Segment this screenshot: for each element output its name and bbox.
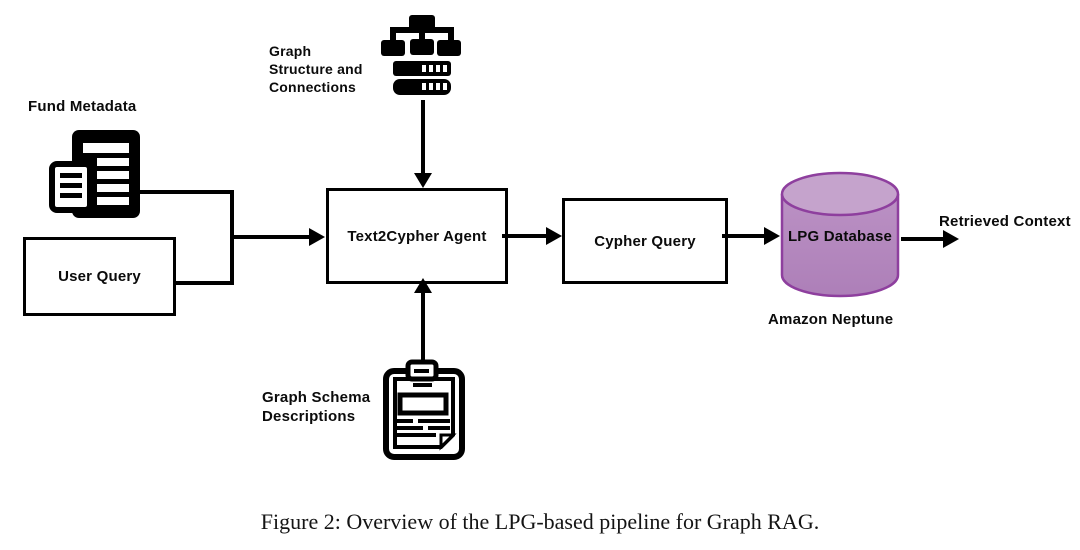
user-query-label: User Query <box>58 268 141 285</box>
text2cypher-agent-node: Text2Cypher Agent <box>326 188 508 284</box>
arrow-merge-to-agent-head <box>309 228 325 246</box>
arrow-agent-to-cypher-head <box>546 227 562 245</box>
user-query-node: User Query <box>23 237 176 316</box>
arrow-cypher-to-db-head <box>764 227 780 245</box>
amazon-neptune-label: Amazon Neptune <box>768 311 894 328</box>
arrow-schema-to-agent-head <box>414 278 432 293</box>
figure-caption: Figure 2: Overview of the LPG-based pipe… <box>260 509 820 534</box>
graph-schema-line2: Descriptions <box>262 408 356 425</box>
lpg-database-label: LPG Database <box>787 228 893 245</box>
documents-icon <box>48 128 143 220</box>
graph-structure-line3: Connections <box>269 79 356 95</box>
arrow-merge-to-agent-line <box>232 235 310 239</box>
graph-structure-line2: Structure and <box>269 61 363 77</box>
arrow-structure-to-agent-head <box>414 173 432 188</box>
database-cylinder-icon: LPG Database <box>779 170 901 300</box>
network-server-icon <box>379 8 465 100</box>
connector-fund-to-merge <box>138 190 232 194</box>
arrow-schema-to-agent-line <box>421 292 425 362</box>
connector-userquery-to-merge <box>170 281 232 285</box>
cypher-query-node: Cypher Query <box>562 198 728 284</box>
arrow-db-to-output-head <box>943 230 959 248</box>
graph-structure-line1: Graph <box>269 43 312 59</box>
arrow-agent-to-cypher-line <box>502 234 548 238</box>
arrow-db-to-output-line <box>901 237 945 241</box>
graph-structure-label: Graph Structure and Connections <box>269 42 363 96</box>
arrow-cypher-to-db-line <box>722 234 766 238</box>
cypher-query-label: Cypher Query <box>594 232 696 250</box>
clipboard-icon <box>380 358 468 464</box>
retrieved-context-label: Retrieved Context <box>939 213 1071 230</box>
graph-schema-label: Graph Schema Descriptions <box>262 388 370 426</box>
arrow-structure-to-agent-line <box>421 100 425 176</box>
graph-schema-line1: Graph Schema <box>262 389 371 406</box>
text2cypher-agent-label: Text2Cypher Agent <box>347 227 487 245</box>
fund-metadata-label: Fund Metadata <box>28 98 137 115</box>
